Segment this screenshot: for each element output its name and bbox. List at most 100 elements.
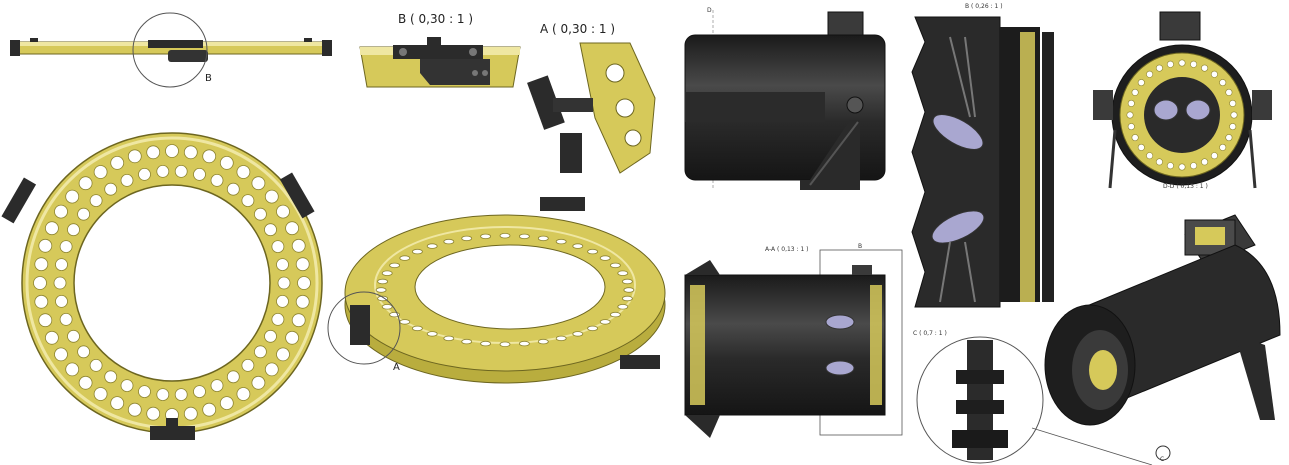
ring-hole [518,233,530,240]
ring-hole [174,388,188,402]
ring-hole [271,240,285,254]
section-aa-title: A-A ( 0,13 : 1 ) [765,246,809,253]
ring-hole [1225,88,1233,96]
ring-hole [461,338,473,345]
ring-hole [1210,70,1218,78]
ring-hole [1126,111,1134,119]
ring-hole [295,257,310,272]
ring-hole [285,330,300,345]
ring-hole [1230,111,1238,119]
ring-side-view [10,38,332,62]
ring-hole [1127,99,1135,107]
ring-hole [55,294,68,308]
ring-hole [1146,70,1154,78]
ring-hole [210,174,224,187]
ring-hole [236,165,251,179]
ring-hole [377,278,388,285]
section-dd-title: D-D ( 0,13 : 1 ) [1163,183,1208,190]
ring-hole [226,370,240,384]
ring-hole [276,258,289,272]
ring-hole [67,223,80,237]
ring-hole [1229,123,1237,131]
ring-hole [621,295,633,302]
ring-hole [297,276,311,290]
ring-hole [251,176,266,191]
ring-hole [1166,60,1174,68]
section-aa-view [684,249,903,438]
detail-c-view [916,336,1153,465]
ring-hole [381,304,393,310]
section-b-title: B ( 0,26 : 1 ) [965,3,1003,10]
ring-hole [120,174,134,187]
ring-hole [1155,64,1163,72]
ring-top-view [1,132,323,440]
detail-circle-b [132,12,208,88]
callout-a-label: A [393,362,400,373]
detail-b-view [359,37,521,88]
ring-hole [264,223,277,237]
ring-hole [146,406,161,421]
ring-hole [219,156,234,170]
ring-hole [609,311,621,318]
ring-hole [165,144,179,158]
ring-hole [54,347,68,362]
ring-hole [555,238,567,245]
ring-hole [1201,158,1209,166]
ring-hole [1131,88,1139,96]
ring-hole [609,262,621,269]
ring-hole [77,345,90,359]
ring-hole [1127,123,1135,131]
ring-hole [572,243,584,249]
ring-hole [241,194,255,207]
ring-hole [1190,60,1198,68]
ring-hole [174,165,188,178]
callout-b-label: B [205,73,212,84]
ring-hole [264,362,279,377]
ring-hole [276,294,289,308]
ring-hole [1178,59,1186,67]
ring-hole [110,396,125,411]
ring-hole [291,313,306,328]
ring-hole [253,345,267,359]
ring-hole [34,257,49,272]
ring-hole [518,340,530,347]
ring-hole [251,375,266,390]
ring-hole [480,340,492,347]
ring-hole [65,189,80,204]
section-b-view [911,16,1054,308]
ring-hole [1225,134,1233,142]
ring-hole [241,358,255,372]
ring-hole [210,379,224,393]
ring-hole [399,255,411,261]
drum-isometric-view [1044,214,1281,461]
ring-hole [34,294,49,309]
ring-hole [295,294,310,309]
ring-hole [219,396,234,411]
ring-hole [127,402,142,417]
ring-hole [264,189,279,204]
ring-hole [617,304,629,310]
ring-hole [277,276,291,290]
ring-hole [55,258,68,272]
detail-b-title: B ( 0,30 : 1 ) [398,12,474,26]
ring-hole [104,182,118,196]
detail-a-title: A ( 0,30 : 1 ) [540,22,616,36]
ring-hole [1219,143,1227,151]
ring-hole [65,362,80,377]
ring-hole [285,221,300,236]
ring-hole [264,329,277,343]
ring-hole [138,385,151,399]
ring-hole [93,387,108,401]
ring-hole [59,312,73,326]
ring-hole [156,165,170,178]
ring-hole [377,295,388,302]
ring-hole [183,145,198,160]
ring-hole [426,331,438,337]
ring-hole [104,370,118,384]
ring-hole [412,325,423,332]
callout-c-label: C [1160,456,1165,463]
ring-hole [499,341,511,347]
ring-hole [120,379,134,393]
ring-hole [54,204,68,219]
ring-hole [236,387,251,401]
